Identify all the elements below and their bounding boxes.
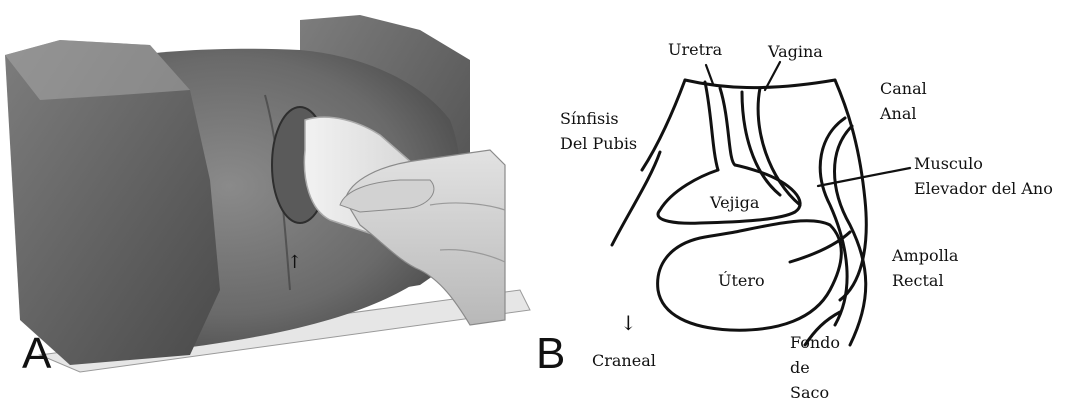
panel-a-photo: ↑ A — [5, 15, 530, 378]
label-craneal: Craneal — [592, 351, 656, 370]
pointer-uretra — [706, 65, 713, 84]
top-boundary-line — [685, 80, 835, 88]
label-del-pubis: Del Pubis — [560, 134, 637, 153]
urethra-left-line — [705, 82, 718, 170]
photo-arrow: ↑ — [287, 252, 302, 273]
label-uretra: Uretra — [668, 40, 723, 59]
label-sinfisis: Sínfisis — [560, 109, 619, 128]
label-utero: Útero — [718, 270, 765, 290]
label-rectal: Rectal — [892, 271, 944, 290]
label-fondo: Fondo — [790, 333, 840, 352]
label-musculo: Musculo — [914, 154, 983, 173]
label-vagina: Vagina — [767, 42, 823, 61]
pubic-symphysis-lower-line — [612, 152, 660, 245]
panel-letter-b: B — [536, 329, 565, 378]
vagina-left-line — [742, 92, 780, 195]
label-anal: Anal — [879, 104, 917, 123]
label-de: de — [790, 358, 810, 377]
craneal-arrow: ↓ — [620, 311, 637, 335]
label-elevador-del-ano: Elevador del Ano — [914, 179, 1053, 198]
pubic-symphysis-line — [642, 80, 685, 170]
label-canal: Canal — [880, 79, 927, 98]
panel-letter-a: A — [22, 329, 52, 378]
label-ampolla: Ampolla — [891, 246, 959, 265]
vagina-right-line — [758, 88, 800, 205]
label-saco: Saco — [790, 383, 829, 400]
panel-b-diagram: Uretra Vagina Canal Anal Sínfisis Del Pu… — [536, 40, 1053, 400]
urethra-right-line — [720, 88, 735, 165]
label-vejiga: Vejiga — [709, 193, 760, 212]
